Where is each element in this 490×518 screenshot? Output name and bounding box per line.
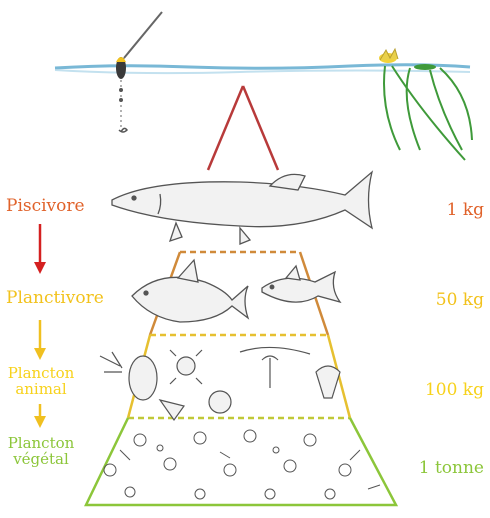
fish-icon <box>132 260 248 322</box>
float-icon <box>116 57 127 132</box>
fish-icon <box>262 266 340 302</box>
fishing-rod-icon <box>122 12 162 64</box>
phytoplankton-icon <box>104 430 380 499</box>
mass-plancton-vegetal: 1 tonne <box>419 460 484 478</box>
zooplankton-icon <box>100 347 340 420</box>
label-planctivore: Planctivore <box>6 290 86 308</box>
label-plancton-vegetal: Plancton végétal <box>6 436 76 468</box>
mass-planctivore: 50 kg <box>436 292 484 310</box>
label-piscivore: Piscivore <box>6 198 76 216</box>
mass-plancton-animal: 100 kg <box>425 382 484 400</box>
label-plancton-vegetal-line2: végétal <box>6 452 76 468</box>
label-plancton-animal: Plancton animal <box>6 366 76 398</box>
mass-piscivore: 1 kg <box>447 202 484 220</box>
pike-icon <box>112 172 372 244</box>
label-plancton-animal-line2: animal <box>6 382 76 398</box>
